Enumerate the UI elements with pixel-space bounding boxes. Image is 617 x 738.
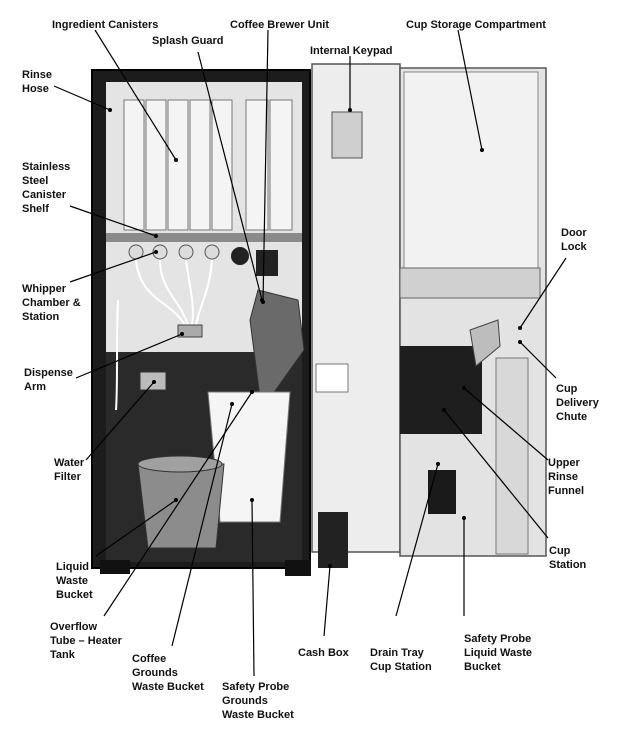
label-drain-tray: Drain Tray Cup Station [370, 647, 432, 673]
label-upper-rinse-funnel: Upper Rinse Funnel [548, 457, 585, 497]
leader-lines [53, 29, 567, 677]
label-liquid-waste-bucket: Liquid Waste Bucket [56, 561, 93, 601]
label-safety-probe-liquid: Safety Probe Liquid Waste Bucket [464, 633, 533, 673]
interior-panel [399, 67, 547, 557]
cup-delivery-chute [469, 319, 501, 367]
label-safety-probe-grounds: Safety Probe Grounds Waste Bucket [222, 681, 294, 721]
label-cup-storage-compartment: Cup Storage Compartment [406, 19, 546, 31]
label-coffee-grounds-bucket: Coffee Grounds Waste Bucket [132, 653, 204, 693]
label-cup-station: Cup Station [549, 545, 587, 571]
ingredient-canisters [123, 99, 293, 231]
cup-station [400, 346, 482, 434]
internal-keypad [331, 111, 363, 159]
label-dispense-arm: Dispense Arm [24, 367, 73, 393]
label-overflow-tube: Overflow Tube – Heater Tank [50, 621, 122, 661]
tubes [115, 259, 213, 411]
drain-tray [428, 470, 456, 514]
leader-arrowheads [108, 108, 522, 568]
label-water-filter: Water Filter [54, 457, 85, 483]
cup-storage [403, 71, 539, 269]
label-internal-keypad: Internal Keypad [310, 45, 393, 57]
label-door-lock: Door Lock [561, 227, 587, 253]
label-whipper-chamber: Whipper Chamber & Station [22, 283, 81, 323]
label-cup-delivery-chute: Cup Delivery Chute [556, 383, 599, 423]
label-splash-guard: Splash Guard [152, 35, 224, 47]
label-coffee-brewer-unit: Coffee Brewer Unit [230, 19, 330, 31]
door [311, 63, 401, 568]
label-rinse-hose: Rinse Hose [22, 69, 52, 95]
cash-box [318, 512, 348, 568]
label-ingredient-canisters: Ingredient Canisters [52, 19, 159, 31]
label-stainless-canister-shelf: Stainless Steel Canister Shelf [22, 161, 71, 215]
label-cash-box: Cash Box [298, 647, 349, 659]
canister-shelf [106, 233, 302, 242]
liquid-waste-bucket [137, 463, 225, 549]
